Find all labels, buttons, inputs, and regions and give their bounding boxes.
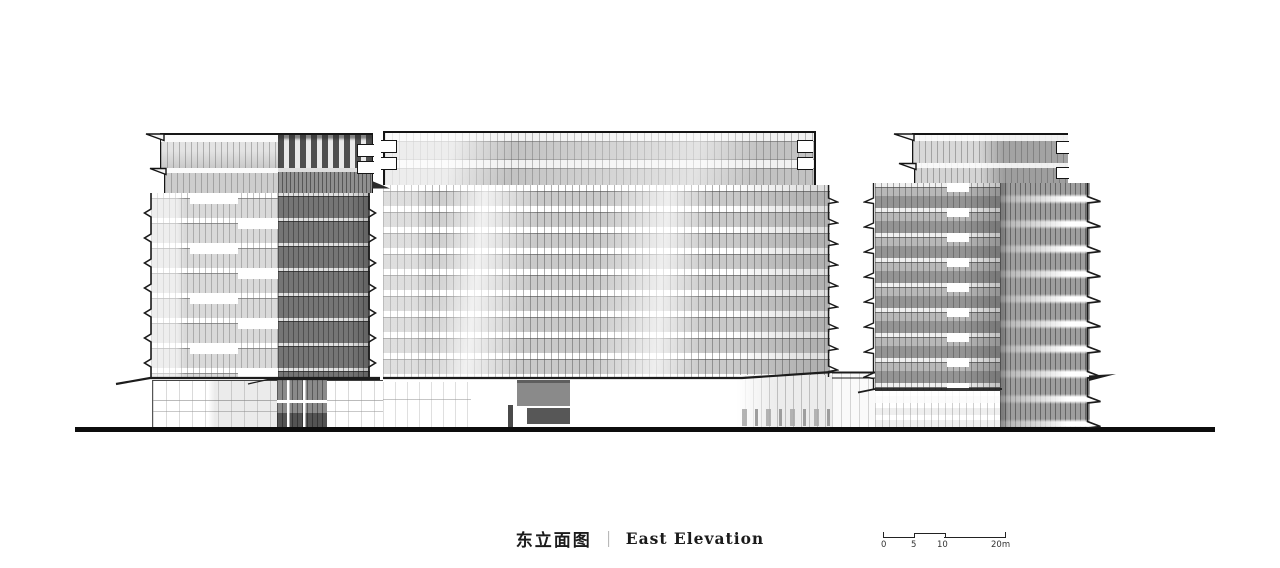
ground-line — [75, 427, 1215, 432]
scale-bar: 0 5 10 20m — [881, 528, 1011, 550]
drawing-caption: 东立面图 ｜ East Elevation — [0, 526, 1280, 551]
left-tower-crown-lower — [164, 168, 279, 193]
scale-bar-segment-0-5 — [883, 532, 915, 538]
center-podium-service-block — [517, 380, 570, 406]
left-tower-edge-notch — [357, 161, 374, 174]
caption-chinese: 东立面图 — [515, 531, 592, 551]
caption-english: East Elevation — [625, 529, 765, 548]
left-tower-slab-band-overlay — [190, 193, 238, 377]
right-tower-fin-edge-left — [863, 183, 875, 390]
right-tower-crown-notch — [1056, 167, 1069, 179]
scale-bar-segment-5-10 — [914, 532, 946, 538]
right-canopy-tip — [1089, 374, 1116, 381]
right-tower-crown-lower — [914, 163, 1068, 185]
center-block-facade — [383, 185, 830, 379]
left-entrance-portal — [277, 380, 327, 427]
center-podium-column — [508, 405, 513, 427]
center-crown-notch-left — [381, 157, 397, 170]
right-tower-crown-upper — [912, 133, 1068, 165]
eave-tip — [893, 133, 915, 142]
center-crown-notch-left — [381, 140, 397, 153]
left-tower-crown-upper — [160, 133, 279, 170]
right-podium-glazing — [875, 390, 1000, 428]
center-podium-glazing — [383, 382, 471, 427]
scale-bar-segment-10-20 — [944, 532, 1006, 538]
scale-label-10: 10 — [937, 540, 948, 550]
left-tower-edge-notch — [357, 144, 374, 157]
left-tower-facade-dark — [278, 193, 370, 377]
scale-label-0: 0 — [881, 540, 887, 550]
left-tower-slab-band-overlay — [238, 193, 278, 377]
right-tower-facade-left — [875, 183, 1000, 390]
right-tower-crown-notch — [1056, 141, 1069, 154]
scale-label-5: 5 — [911, 540, 917, 550]
link-podium — [832, 373, 875, 427]
left-tower-crown-lower-dark — [278, 168, 373, 193]
center-crown-notch-right — [797, 140, 813, 153]
center-crown-notch-right — [797, 157, 813, 170]
right-tower-slab-band-overlay — [947, 183, 969, 390]
center-block-crown — [383, 131, 816, 187]
caption-divider: ｜ — [600, 529, 617, 549]
center-podium-entrance-block — [527, 408, 570, 424]
entourage-silhouettes — [742, 409, 834, 426]
scale-label-20m: 20m — [991, 540, 1011, 550]
left-podium-glazing — [152, 380, 384, 428]
right-tower-crescent-bands — [1000, 183, 1090, 428]
